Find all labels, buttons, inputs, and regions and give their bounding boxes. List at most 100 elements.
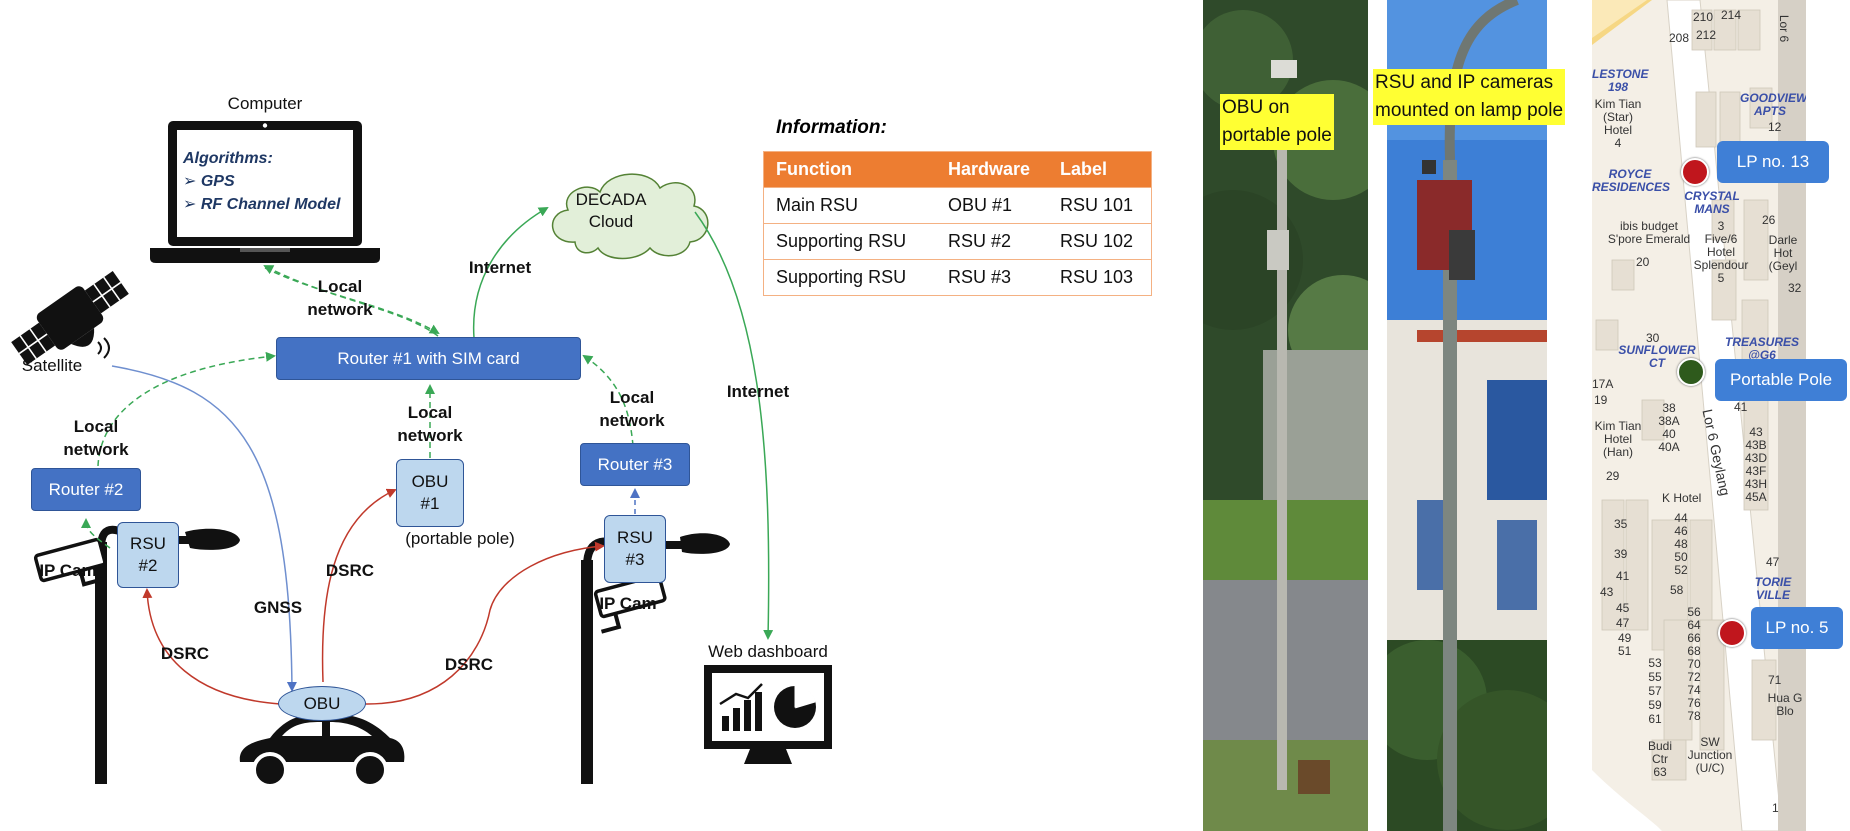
map-label-line: 40 — [1662, 427, 1676, 441]
dsrc-links — [142, 488, 605, 705]
local-network-word: Local — [407, 403, 453, 422]
link-router3-router1 — [582, 354, 634, 447]
map-label-line: 74 — [1687, 683, 1701, 697]
algorithms-heading: Algorithms: — [183, 150, 273, 167]
map-label-line: Darle — [1768, 233, 1798, 247]
map-label: 26 — [1762, 213, 1776, 227]
ip-cam-right-label: IP Cam — [599, 594, 657, 613]
link-satellite-obu — [111, 365, 297, 692]
map-label: 1 — [1772, 801, 1779, 815]
map-label-line: (U/C) — [1695, 761, 1725, 775]
link-rsu2-router2 — [81, 518, 111, 549]
map-label-line: 61 — [1648, 712, 1662, 726]
photo-caption-line: RSU and IP cameras — [1375, 72, 1554, 93]
map-label: Kim Tian (Star) Hotel 4 — [1592, 98, 1644, 150]
local-network-word: Local — [73, 417, 119, 436]
map-label-line: 64 — [1687, 618, 1701, 632]
map-label: 56 64 66 68 70 72 74 76 78 — [1680, 606, 1708, 723]
map-label: 32 — [1788, 281, 1802, 295]
web-dashboard-icon — [704, 665, 832, 764]
table-cell: Supporting RSU — [763, 223, 936, 260]
obu1-box: OBU #1 — [396, 459, 464, 527]
photo-caption-obu: OBU on portable pole — [1220, 94, 1334, 150]
pin-lp13[interactable] — [1681, 158, 1709, 186]
map-label-line: 38 — [1662, 401, 1676, 415]
map-label-line: 55 — [1648, 670, 1662, 684]
map-label-line: (Geyl — [1768, 259, 1798, 273]
local-network-word: network — [307, 300, 373, 319]
map-label-line: 48 — [1674, 537, 1688, 551]
map-label-line: Ctr — [1652, 752, 1668, 766]
ip-cam-right-icon — [593, 573, 667, 634]
satellite-icon — [11, 270, 129, 366]
map-label-line: 44 — [1674, 511, 1688, 525]
map-label-line: Hot — [1773, 246, 1793, 260]
map-label-line: @G6 — [1748, 348, 1776, 362]
map-label-line: TORIE — [1754, 575, 1792, 589]
map-label-line: (Star) — [1603, 110, 1633, 124]
map-label: 44 46 48 50 52 — [1666, 512, 1696, 577]
map-label-line: Blo — [1776, 704, 1794, 718]
map-label: 3 Five/6 Hotel Splendour 5 — [1686, 220, 1756, 285]
map-label: 208 — [1669, 31, 1690, 45]
map-label: 12 — [1768, 120, 1782, 134]
map-label: CRYSTAL MANS — [1684, 190, 1740, 216]
table-row: Supporting RSU RSU #3 RSU 103 — [763, 259, 1152, 296]
map-label-line: 78 — [1687, 709, 1701, 723]
algorithms-list: Algorithms: ➢ GPS ➢ RF Channel Model — [183, 147, 355, 216]
map-label: 38 38A 40 40A — [1654, 402, 1684, 454]
map-label: K Hotel — [1662, 491, 1702, 505]
map-label-line: 40A — [1658, 440, 1680, 454]
map-label: 29 — [1606, 469, 1620, 483]
map-label: 210 — [1693, 10, 1714, 24]
pin-portable-pole[interactable] — [1677, 358, 1705, 386]
satellite-signal-icon — [97, 337, 110, 359]
table-cell: Supporting RSU — [763, 259, 936, 296]
map-label: GOODVIEW APTS — [1740, 92, 1806, 118]
obu1-caption: (portable pole) — [405, 529, 515, 548]
pin-lp5[interactable] — [1718, 619, 1746, 647]
map-label: 30 — [1646, 331, 1660, 345]
map-label: SUNFLOWER CT — [1618, 344, 1696, 370]
dsrc-label: DSRC — [444, 655, 494, 674]
cloud-label: DECADA Cloud — [575, 189, 647, 233]
map-label: Lor 6 — [1777, 14, 1792, 43]
info-header-row: Function Hardware Label — [763, 151, 1152, 188]
map-label-line: SUNFLOWER — [1618, 343, 1696, 357]
gnss-label: GNSS — [253, 598, 303, 617]
map-label: 53 55 57 59 61 — [1642, 656, 1668, 726]
ip-cam-left-icon — [33, 537, 107, 587]
map-label: Hua G Blo — [1764, 692, 1806, 718]
map-label: 20 — [1636, 255, 1650, 269]
rsu2-box: RSU #2 — [117, 522, 179, 588]
satellite-label: Satellite — [21, 356, 83, 375]
info-title: Information: — [776, 117, 887, 138]
map-label: 17A — [1592, 377, 1614, 391]
map-label: 43 — [1600, 585, 1614, 599]
map-label-line: 56 — [1687, 605, 1701, 619]
map-label-line: Five/6 — [1704, 232, 1738, 246]
map-label-line: CRYSTAL — [1684, 189, 1740, 203]
map-label-line: 76 — [1687, 696, 1701, 710]
link-router1-cloud — [472, 207, 549, 339]
map-label-line: 72 — [1687, 670, 1701, 684]
map-label-line: 4 — [1614, 136, 1622, 150]
map-label-line: Splendour — [1693, 258, 1749, 272]
map-label-line: 57 — [1648, 684, 1662, 698]
table-cell: RSU #2 — [936, 223, 1048, 260]
local-network-label: Local network — [300, 275, 380, 321]
map-label: 39 — [1614, 547, 1628, 561]
computer-icon — [150, 121, 380, 263]
map-label-line: 59 — [1648, 698, 1662, 712]
info-table: Function Hardware Label Main RSU OBU #1 … — [763, 151, 1152, 296]
callout-portable-pole: Portable Pole — [1715, 359, 1847, 401]
map-label: 71 — [1768, 673, 1782, 687]
map-label-line: 52 — [1674, 563, 1688, 577]
car-icon — [239, 713, 405, 788]
map-label-line: VILLE — [1755, 588, 1790, 602]
photo-rsu-lamp-pole — [1387, 0, 1547, 831]
link-router1-computer — [263, 265, 439, 337]
local-network-word: Local — [317, 277, 363, 296]
